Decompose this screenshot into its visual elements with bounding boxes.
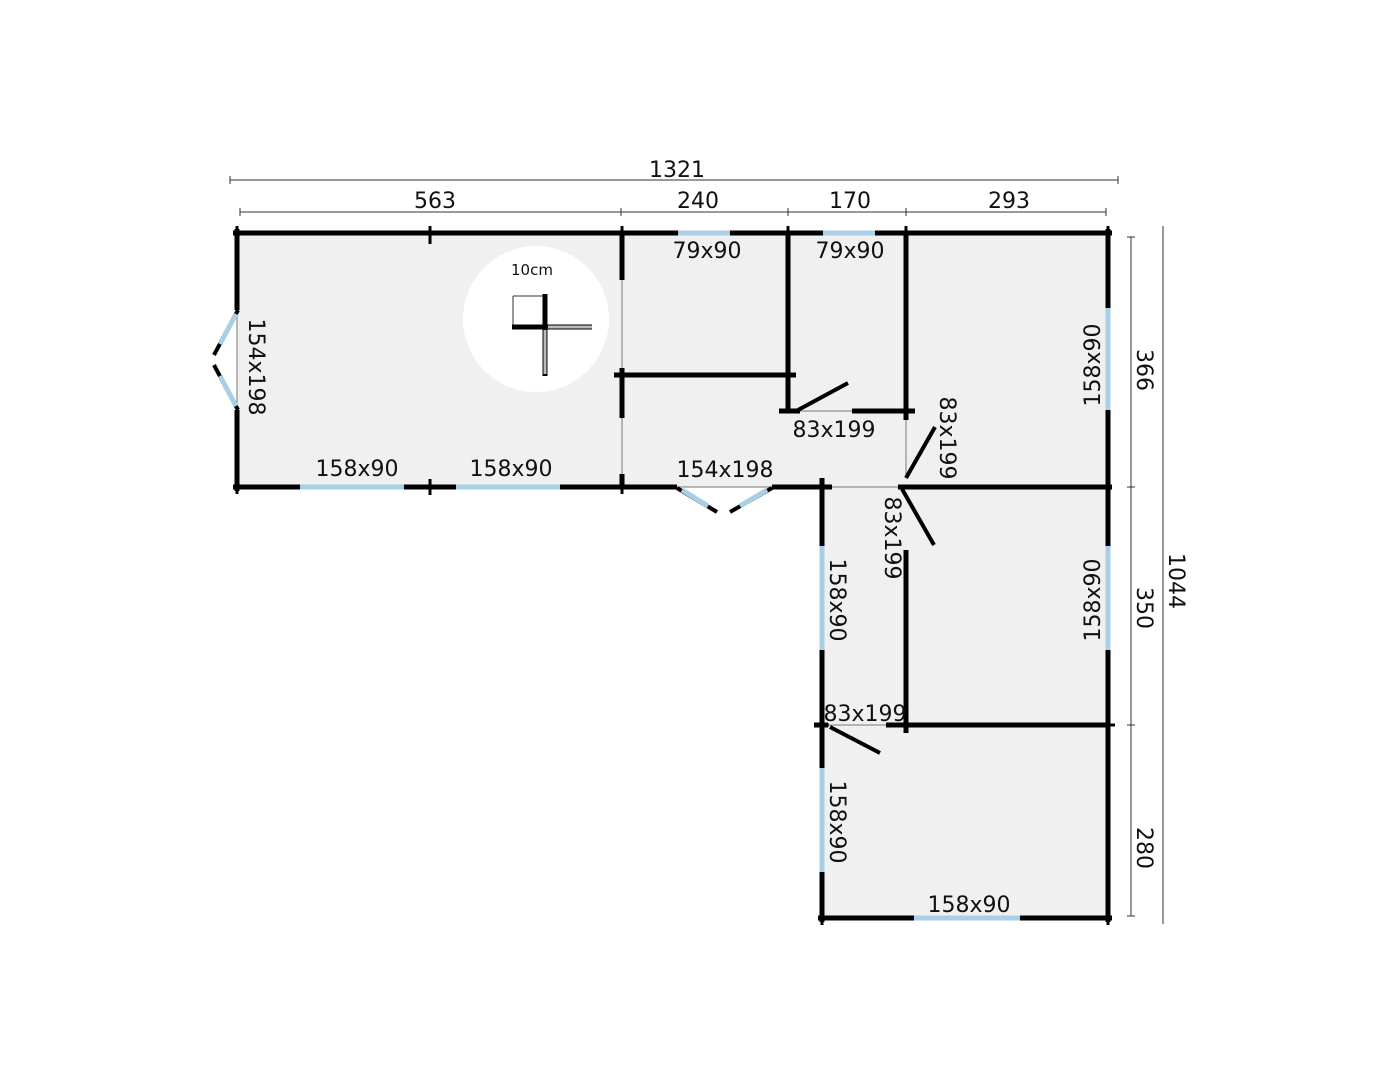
label-wing-window-1: 158x90 bbox=[824, 558, 849, 641]
dim-right-segment-1: 366 bbox=[1131, 349, 1156, 391]
interior-walls bbox=[614, 233, 1108, 733]
label-wing-window-2: 158x90 bbox=[824, 780, 849, 863]
dim-top-segment-1: 563 bbox=[414, 189, 456, 214]
detail-label: 10cm bbox=[511, 261, 553, 279]
dimension-lines bbox=[229, 176, 1164, 924]
label-bottom-window-1: 158x90 bbox=[315, 457, 398, 482]
door-glass bbox=[738, 487, 769, 509]
label-front-door: 154x198 bbox=[676, 458, 773, 483]
dim-total-depth: 1044 bbox=[1163, 553, 1188, 609]
dim-top-segment-4: 293 bbox=[988, 189, 1030, 214]
door-glass bbox=[217, 374, 239, 408]
wall-ticks bbox=[235, 226, 1115, 925]
label-inner-door-2: 83x199 bbox=[934, 396, 959, 479]
dim-total-width: 1321 bbox=[649, 158, 705, 183]
label-inner-door-4: 83x199 bbox=[823, 702, 906, 727]
label-bottom-window-2: 158x90 bbox=[469, 457, 552, 482]
label-right-window-1: 158x90 bbox=[1081, 323, 1106, 406]
label-top-window-1: 79x90 bbox=[672, 239, 741, 264]
door-swing bbox=[904, 426, 937, 479]
windows bbox=[300, 230, 1111, 921]
label-top-window-2: 79x90 bbox=[815, 239, 884, 264]
dim-top-segment-3: 170 bbox=[829, 189, 871, 214]
openings-thin bbox=[236, 280, 907, 726]
door-swing bbox=[900, 488, 936, 546]
label-wing-bottom-window: 158x90 bbox=[927, 893, 1010, 918]
double-door-front bbox=[675, 486, 773, 514]
wall-detail-inset: 10cm bbox=[463, 246, 609, 392]
dim-right-segment-3: 280 bbox=[1131, 827, 1156, 869]
dim-top-segment-2: 240 bbox=[677, 189, 719, 214]
dim-right-segment-2: 350 bbox=[1131, 587, 1156, 629]
door-glass bbox=[680, 487, 710, 509]
label-right-window-2: 158x90 bbox=[1081, 558, 1106, 641]
door-swing bbox=[829, 725, 881, 755]
label-inner-door-3: 83x199 bbox=[879, 496, 904, 579]
single-doors bbox=[797, 381, 937, 755]
label-inner-door-1: 83x199 bbox=[792, 418, 875, 443]
label-left-door: 154x198 bbox=[243, 318, 268, 415]
door-swing bbox=[797, 381, 849, 412]
double-door-left bbox=[212, 309, 240, 411]
door-glass bbox=[217, 312, 239, 346]
floor-area bbox=[237, 233, 1108, 918]
